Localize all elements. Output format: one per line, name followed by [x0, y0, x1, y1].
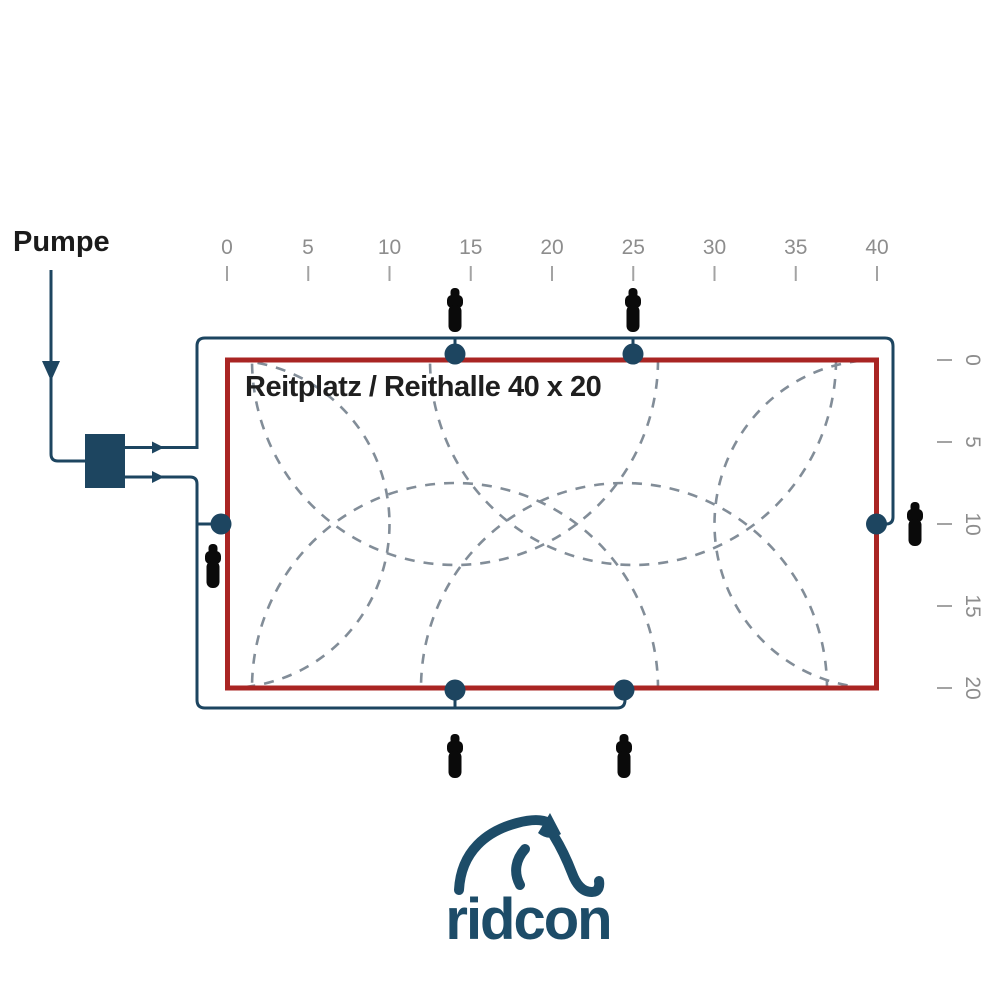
- horse-face-stroke: [549, 831, 605, 898]
- sprinkler-nozzle-icon: [625, 288, 641, 332]
- ruler-right-ticks: [937, 359, 952, 689]
- pipe-junction-dot: [622, 343, 644, 365]
- flow-arrows: [42, 361, 164, 488]
- pump-label: Pumpe: [13, 226, 110, 258]
- pipe-junction-dot: [444, 679, 466, 701]
- pipe-circuit-bottom: [125, 475, 627, 710]
- flow-direction-arrow-right: [152, 441, 164, 454]
- logo-wordmark: ridcon: [445, 887, 612, 952]
- ruler-label-top-30: 30: [702, 236, 727, 259]
- horse-head-logo: [454, 815, 605, 898]
- pipe-network: [49, 270, 895, 710]
- horse-ear: [538, 813, 561, 838]
- flow-direction-arrow-down: [42, 361, 60, 381]
- sprinkler-nozzle-icon: [616, 734, 632, 778]
- horse-neck-stroke: [454, 815, 554, 895]
- arena-title: Reitplatz / Reithalle 40 x 20: [245, 371, 602, 403]
- ruler-label-right-20: 20: [961, 676, 984, 700]
- sprinkler-nozzle-icon: [205, 544, 221, 588]
- horse-cheek-stroke: [511, 844, 530, 890]
- arena-outline: [225, 357, 879, 691]
- ruler-top-ticks: [226, 266, 878, 281]
- ruler-label-right-10: 10: [961, 512, 984, 536]
- pipe-junction-dot: [444, 343, 466, 365]
- sprinkler-nozzle-icon: [907, 502, 923, 546]
- sprinkler-nozzle-icon: [447, 288, 463, 332]
- ruler-label-top-20: 20: [540, 236, 564, 259]
- ruler-label-top-10: 10: [377, 236, 402, 259]
- ruler-label-top-15: 15: [459, 236, 483, 259]
- pipe-nodes: [210, 343, 887, 701]
- ruler-label-top-0: 0: [221, 236, 233, 259]
- pump-feed-pipe: [49, 270, 85, 463]
- pipe-junction-dot: [866, 513, 887, 535]
- ruler-label-top-5: 5: [302, 236, 314, 259]
- pump-box: [85, 434, 125, 488]
- flow-direction-arrow-right: [152, 471, 164, 483]
- ruler-label-right-15: 15: [961, 594, 984, 618]
- ruler-label-top-40: 40: [865, 236, 889, 259]
- ruler-label-right-5: 5: [961, 436, 984, 448]
- sprinkler-nozzle-icon: [447, 734, 463, 778]
- ruler-label-top-35: 35: [784, 236, 808, 259]
- spray-arc: [241, 362, 391, 686]
- spray-arcs: [241, 362, 863, 686]
- pipe-junction-dot: [210, 513, 232, 535]
- ruler-label-right-0: 0: [961, 354, 984, 366]
- ruler-label-top-25: 25: [621, 236, 645, 259]
- pipe-circuit-top: [125, 336, 895, 526]
- sprinklers: [205, 288, 923, 778]
- pipe-junction-dot: [613, 679, 635, 701]
